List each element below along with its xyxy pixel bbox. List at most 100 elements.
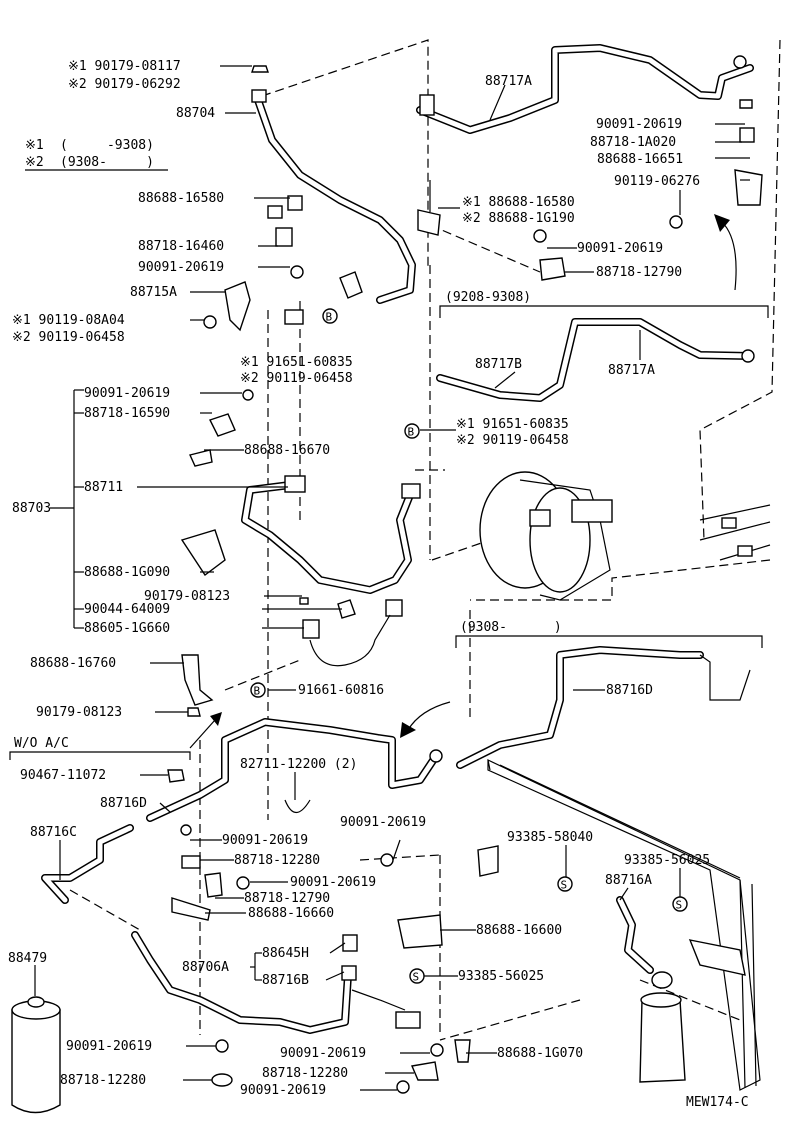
- marker-b-1: [322, 308, 338, 324]
- part-label: 90091-20619: [222, 833, 308, 848]
- part-label: ※2 90119-06458: [456, 433, 569, 448]
- part-label: ※1 91651-60835: [456, 417, 569, 432]
- range-frames: [9, 169, 769, 760]
- pipe-88716C: [41, 824, 134, 904]
- part-label: 88703: [12, 501, 51, 516]
- part-label: 88718-16590: [84, 406, 170, 421]
- marker-b-1-text: B: [326, 311, 333, 324]
- part-label: 90091-20619: [340, 815, 426, 830]
- part-label: ※2 90119-06458: [240, 371, 353, 386]
- marker-s-3-text: S: [413, 971, 420, 984]
- part-label: 88688-16760: [30, 656, 116, 671]
- pipe-88717A-top: [416, 44, 754, 134]
- pipe-88716D-main: [146, 718, 440, 822]
- part-label: 93385-58040: [507, 830, 593, 845]
- part-label: 88645H: [262, 946, 309, 961]
- part-label: 93385-56025: [624, 853, 710, 868]
- part-label: 88479: [8, 951, 47, 966]
- marker-s-1: [557, 876, 573, 892]
- marker-b-3: [250, 682, 266, 698]
- part-label: 90044-64009: [84, 602, 170, 617]
- part-label: 88605-1G660: [84, 621, 170, 636]
- marker-b-2-text: B: [408, 426, 415, 439]
- part-label: 88688-16580: [138, 191, 224, 206]
- part-label: 88704: [176, 106, 215, 121]
- part-label: 88688-16670: [244, 443, 330, 458]
- marker-b-2: [404, 423, 420, 439]
- marker-s-3: [409, 968, 425, 984]
- part-label: 91661-60816: [298, 683, 384, 698]
- condenser: [487, 759, 761, 1091]
- part-label: 90091-20619: [84, 386, 170, 401]
- part-label: ※2 88688-1G190: [462, 211, 575, 226]
- direction-arrows: [189, 214, 737, 749]
- variant-wo-ac: W/O A/C: [14, 736, 69, 751]
- part-label: 82711-12200 (2): [240, 757, 357, 772]
- part-label: 88706A: [182, 960, 229, 975]
- marker-s-2: [672, 896, 688, 912]
- part-label: 88716D: [100, 796, 147, 811]
- part-label: 88718-12280: [60, 1073, 146, 1088]
- part-label: 88718-12790: [244, 891, 330, 906]
- legend-r2-mark: ※2: [25, 155, 44, 170]
- part-label: 88718-12790: [596, 265, 682, 280]
- leader-lines: [34, 65, 750, 1091]
- part-label: 88711: [84, 480, 123, 495]
- diagram-code: MEW174-C: [686, 1095, 749, 1110]
- compressor: [479, 471, 771, 601]
- part-label: 90091-20619: [138, 260, 224, 275]
- part-label: 90091-20619: [290, 875, 376, 890]
- part-label: 88718-12280: [234, 853, 320, 868]
- pipe-88711: [241, 481, 414, 594]
- range-9208-9308: (9208-9308): [445, 290, 531, 305]
- part-label: 90119-06276: [614, 174, 700, 189]
- part-label: 88716B: [262, 973, 309, 988]
- part-label: 88716C: [30, 825, 77, 840]
- legend-r1-mark: ※1: [25, 138, 44, 153]
- part-label: 88718-12280: [262, 1066, 348, 1081]
- part-label: 88716D: [606, 683, 653, 698]
- part-label: ※1 90179-08117: [68, 59, 181, 74]
- pipe-88716D-upper: [456, 646, 751, 769]
- part-label: 93385-56025: [458, 969, 544, 984]
- part-label: ※1 88688-16580: [462, 195, 575, 210]
- part-label: 90091-20619: [596, 117, 682, 132]
- part-label: ※2 90119-06458: [12, 330, 125, 345]
- part-label: 88688-16651: [597, 152, 683, 167]
- legend-r1-range: ( -9308): [60, 138, 154, 153]
- part-label: 88717A: [608, 363, 655, 378]
- pipe-88716A: [616, 896, 654, 974]
- part-label: ※1 91651-60835: [240, 355, 353, 370]
- marker-b-3-text: B: [254, 685, 261, 698]
- pipe-88717-mid: [436, 318, 754, 402]
- legend: ※1 ( -9308) ※2 (9308- ): [25, 138, 154, 170]
- pipe-88704: [254, 96, 416, 304]
- part-label: 90091-20619: [240, 1083, 326, 1098]
- part-label: 88716A: [605, 873, 652, 888]
- receiver-drier: [639, 971, 686, 1083]
- dashed-guide-lines: [69, 39, 781, 1041]
- part-label: 88717A: [485, 74, 532, 89]
- part-label: 88688-1G090: [84, 565, 170, 580]
- canister-88479: [11, 996, 61, 1114]
- part-label: 90091-20619: [66, 1039, 152, 1054]
- part-label: ※2 90179-06292: [68, 77, 181, 92]
- part-label: ※1 90119-08A04: [12, 313, 125, 328]
- marker-s-2-text: S: [676, 899, 683, 912]
- part-label: 88718-1A020: [590, 135, 676, 150]
- small-parts: [167, 55, 763, 1094]
- part-label: 88688-1G070: [497, 1046, 583, 1061]
- legend-r2-range: (9308- ): [60, 155, 154, 170]
- part-label: 90179-08123: [36, 705, 122, 720]
- part-label: 90179-08123: [144, 589, 230, 604]
- part-label: 88688-16660: [248, 906, 334, 921]
- range-9308: (9308- ): [460, 620, 562, 635]
- marker-symbols: B B B S S S: [250, 308, 688, 984]
- part-label: 90467-11072: [20, 768, 106, 783]
- part-label: 88688-16600: [476, 923, 562, 938]
- pipe-88716B: [131, 931, 406, 1034]
- part-label: 88718-16460: [138, 239, 224, 254]
- part-label: 90091-20619: [280, 1046, 366, 1061]
- marker-s-1-text: S: [561, 879, 568, 892]
